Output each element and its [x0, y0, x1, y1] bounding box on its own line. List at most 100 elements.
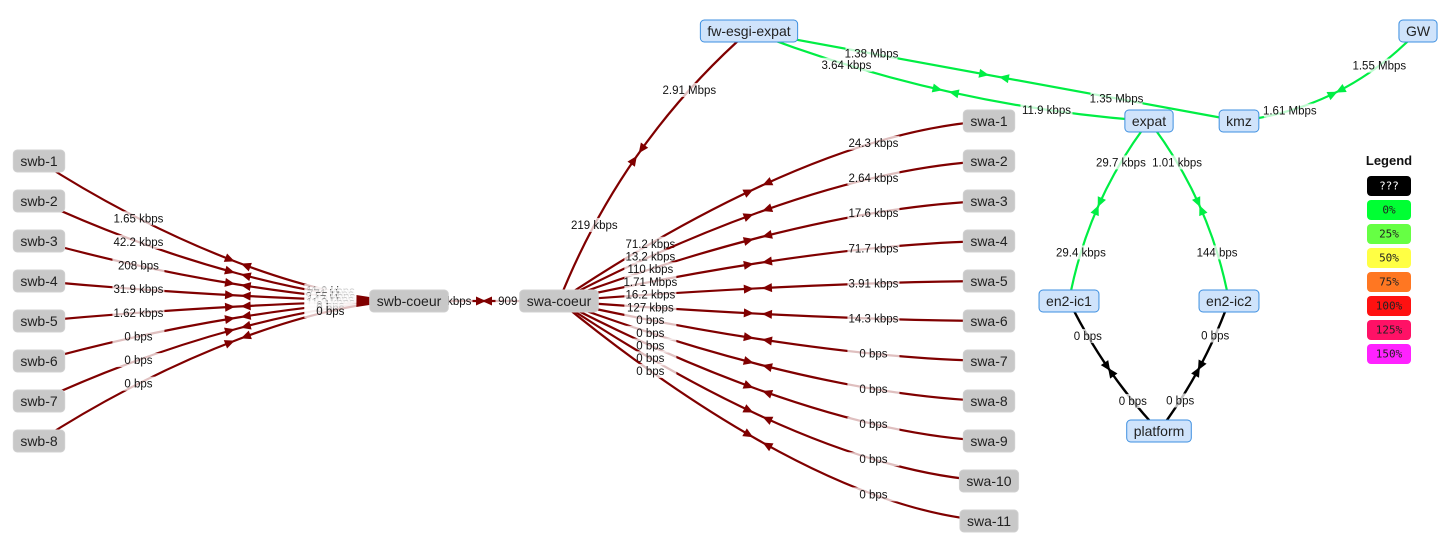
legend-swatch: [1367, 344, 1411, 364]
node-swb-6[interactable]: swb-6: [12, 349, 66, 373]
node-swa-3[interactable]: swa-3: [962, 189, 1016, 213]
link-arrow-icon: [638, 142, 649, 154]
legend-item: 150%: [1367, 344, 1411, 364]
link-line: [1158, 300, 1231, 432]
node-swb-1[interactable]: swb-1: [12, 149, 66, 173]
link-label-a: 1.62 kbps: [114, 308, 164, 320]
node-swa-6[interactable]: swa-6: [962, 309, 1016, 333]
link-label-a: 127 kbps: [627, 302, 674, 314]
link-line: [558, 199, 990, 303]
link-label-bg: [847, 170, 900, 185]
node-label: swa-9: [970, 433, 1008, 449]
link-label-a: 0 bps: [636, 353, 664, 365]
node-swb-coeur[interactable]: swb-coeur: [369, 289, 449, 313]
node-label: swa-6: [970, 313, 1008, 329]
link-line: [558, 159, 990, 302]
link-label-a: 208 bps: [118, 261, 159, 273]
link-swa-coeur-to-swa-11[interactable]: 0 bps 0 bps: [558, 300, 990, 523]
link-label-a: 0 bps: [124, 379, 152, 391]
link-label-bg: [847, 241, 900, 256]
link-label-a: 31.9 kbps: [114, 284, 164, 296]
legend-title: Legend: [1366, 153, 1412, 168]
link-label-a: 3.64 kbps: [822, 60, 872, 72]
node-swa-9[interactable]: swa-9: [962, 429, 1016, 453]
node-fw-esgi-expat[interactable]: fw-esgi-expat: [699, 19, 799, 43]
node-swb-8[interactable]: swb-8: [12, 429, 66, 453]
node-swb-4[interactable]: swb-4: [12, 269, 66, 293]
node-label: swa-7: [970, 353, 1008, 369]
node-label: swb-2: [20, 193, 58, 209]
link-label-bg: [624, 313, 677, 328]
node-box: [12, 309, 66, 333]
node-swa-1[interactable]: swa-1: [962, 109, 1016, 133]
link-arrow-icon: [762, 390, 774, 399]
link-arrow-icon: [240, 311, 252, 320]
node-swb-2[interactable]: swb-2: [12, 189, 66, 213]
node-swa-10[interactable]: swa-10: [958, 469, 1020, 493]
node-swa-2[interactable]: swa-2: [962, 149, 1016, 173]
link-label-b: 0 bps: [1119, 396, 1147, 408]
link-arrow-icon: [762, 442, 774, 452]
node-box: [12, 389, 66, 413]
link-label-b: 1.35 Mbps: [1090, 94, 1144, 106]
node-swa-7[interactable]: swa-7: [962, 349, 1016, 373]
link-arrow-icon: [743, 284, 754, 294]
link-fw-esgi-expat-to-expat[interactable]: 3.64 kbps 11.9 kbps: [748, 29, 1150, 123]
link-arrow-icon: [1090, 205, 1099, 217]
node-swa-coeur[interactable]: swa-coeur: [519, 289, 599, 313]
link-label-b: 0 bps: [859, 489, 887, 501]
node-swa-11[interactable]: swa-11: [959, 509, 1019, 533]
node-swa-8[interactable]: swa-8: [962, 389, 1016, 413]
node-swa-5[interactable]: swa-5: [962, 269, 1016, 293]
node-kmz[interactable]: kmz: [1218, 109, 1260, 133]
link-arrow-icon: [761, 309, 773, 319]
link-arrow-icon: [240, 262, 252, 272]
link-label-a: 219 kbps: [571, 220, 618, 232]
link-label-bg: [847, 381, 900, 396]
node-box: [962, 389, 1016, 413]
node-swa-4[interactable]: swa-4: [962, 229, 1016, 253]
link-label-bg: [624, 262, 677, 277]
link-label-bg: [624, 249, 677, 264]
node-expat[interactable]: expat: [1124, 109, 1174, 133]
link-label-b: 2.64 kbps: [849, 173, 899, 185]
legend-label: ???: [1379, 180, 1399, 193]
node-label: swb-6: [20, 353, 58, 369]
node-platform[interactable]: platform: [1126, 419, 1192, 443]
link-label-bg: [847, 311, 900, 326]
link-arrow-icon: [240, 291, 251, 301]
legend-label: 50%: [1379, 252, 1399, 265]
node-swb-3[interactable]: swb-3: [12, 229, 66, 253]
legend-item: 50%: [1367, 248, 1411, 268]
link-label-a: 16.2 kbps: [625, 290, 675, 302]
node-swb-7[interactable]: swb-7: [12, 389, 66, 413]
link-label-a: 1.38 Mbps: [845, 49, 899, 61]
link-label-a: 71.2 kbps: [625, 239, 675, 251]
node-box: [1198, 289, 1260, 313]
node-swb-5[interactable]: swb-5: [12, 309, 66, 333]
node-en2-ic2[interactable]: en2-ic2: [1198, 289, 1260, 313]
node-GW[interactable]: GW: [1398, 19, 1438, 43]
link-fw-esgi-expat-to-kmz[interactable]: 1.38 Mbps 1.35 Mbps: [748, 29, 1240, 123]
link-label-bg: [1353, 58, 1406, 73]
link-label-b: 11.9 kbps: [1022, 105, 1071, 117]
node-en2-ic1[interactable]: en2-ic1: [1038, 289, 1100, 313]
